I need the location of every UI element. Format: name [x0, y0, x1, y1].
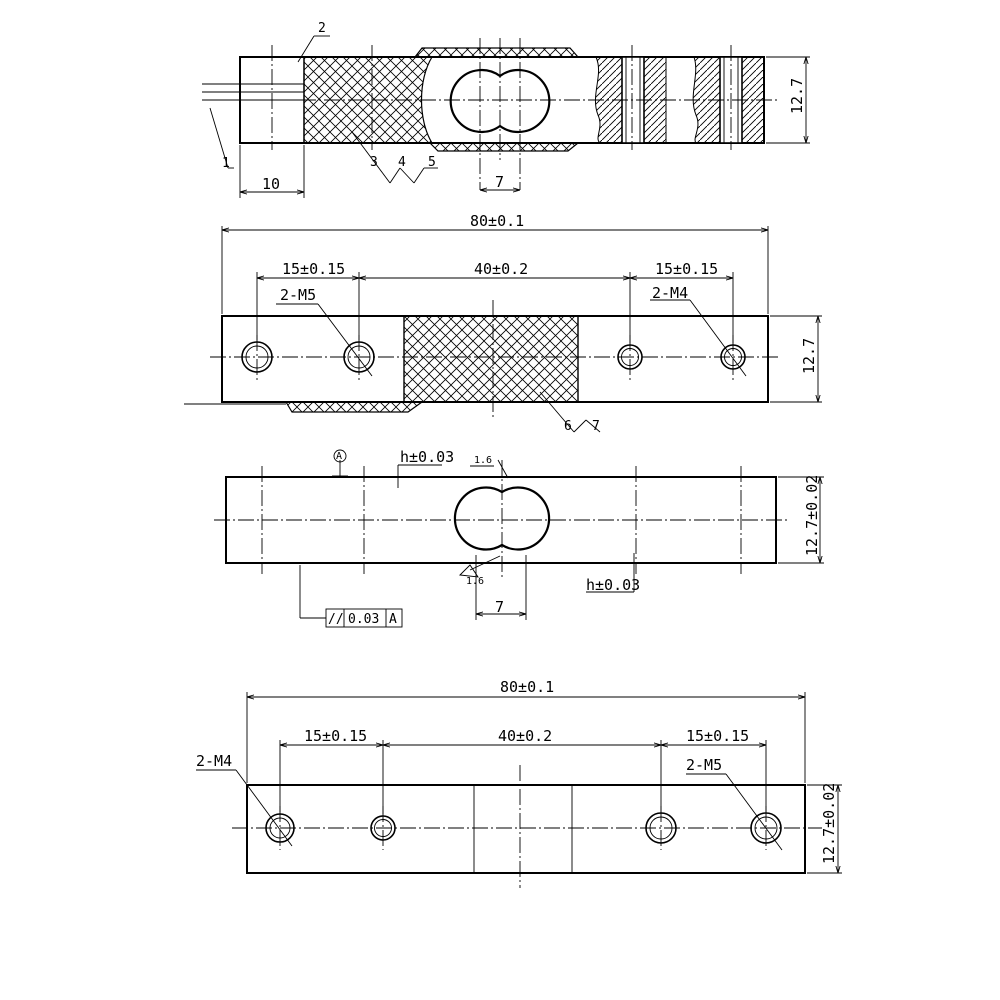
dim-mid-40: 40±0.2 [474, 260, 528, 278]
dim-total-80: 80±0.1 [500, 678, 554, 696]
dim-right-15: 15±0.15 [655, 260, 718, 278]
callout-5: 5 [428, 155, 436, 170]
view-2-top: 80±0.1 15±0.15 40±0.2 15±0.15 2-M5 2-M4 … [184, 212, 822, 434]
hole-label-m5: 2-M5 [686, 756, 722, 774]
hole-label-m5: 2-M5 [280, 286, 316, 304]
callout-3: 3 [370, 155, 378, 170]
dim-slot-7: 7 [495, 173, 504, 191]
callout-1: 1 [222, 156, 230, 171]
dim-h-top: h±0.03 [400, 448, 454, 466]
dim-height-12-7-tol: 12.7±0.02 [820, 783, 838, 864]
callout-2: 2 [318, 21, 326, 36]
dim-height-12-7: 12.7 [800, 338, 818, 374]
dim-height-12-7: 12.7 [788, 78, 806, 114]
dim-h-bottom: h±0.03 [586, 576, 640, 594]
callout-6: 6 [564, 419, 572, 434]
callout-4: 4 [398, 155, 406, 170]
radius-top: 1.6 [474, 455, 492, 466]
parallelism-symbol: // [328, 612, 344, 627]
dim-10: 10 [262, 175, 280, 193]
tolerance-value: 0.03 [348, 612, 379, 627]
dim-slot-7: 7 [495, 598, 504, 616]
dim-left-15: 15±0.15 [304, 727, 367, 745]
dim-left-15: 15±0.15 [282, 260, 345, 278]
view-3-front: A h±0.03 1.6 1.6 h±0.03 7 // 0.03 A 12.7… [214, 448, 824, 628]
dim-height-12-7-tol: 12.7±0.02 [803, 475, 821, 556]
callout-7: 7 [592, 419, 600, 434]
hole-label-m4: 2-M4 [652, 284, 688, 302]
dim-mid-40: 40±0.2 [498, 727, 552, 745]
view-1-section: 1 2 3 4 5 10 7 12.7 [202, 21, 810, 198]
gauge-coating [403, 315, 579, 403]
dim-total-80: 80±0.1 [470, 212, 524, 230]
hole-label-m4: 2-M4 [196, 752, 232, 770]
datum-a-symbol: A [336, 451, 342, 462]
tolerance-datum: A [389, 612, 397, 627]
radius-bottom: 1.6 [466, 576, 484, 587]
dim-right-15: 15±0.15 [686, 727, 749, 745]
view-4-bottom: 80±0.1 15±0.15 40±0.2 15±0.15 2-M4 2-M5 … [196, 678, 842, 888]
